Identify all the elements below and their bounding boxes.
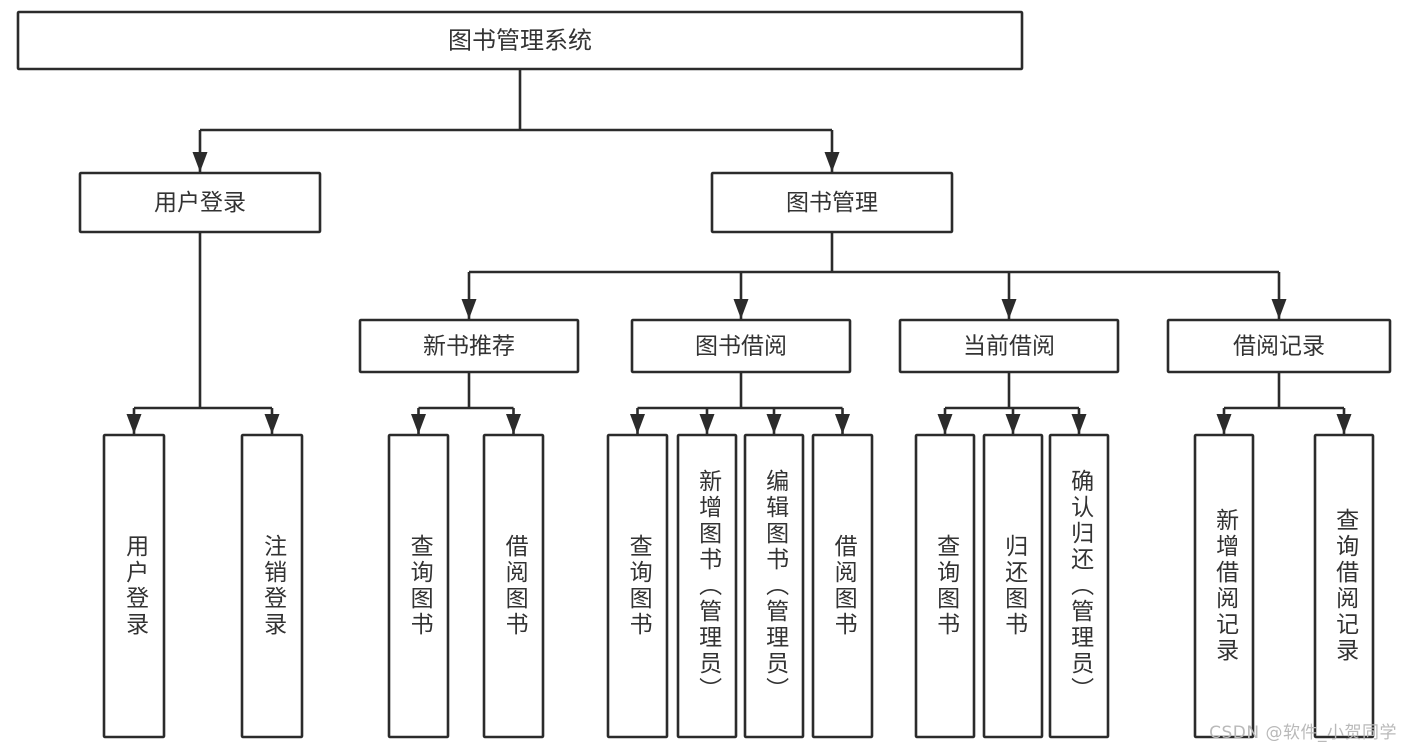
arrow-head-icon-leaf-add-borrow-record <box>1216 414 1232 434</box>
arrow-head-icon-leaf-user-login <box>126 414 142 434</box>
node-box-leaf-return-book[interactable] <box>982 433 1044 739</box>
node-box-book-borrow[interactable] <box>630 318 852 374</box>
node-box-leaf-add-book[interactable] <box>676 433 738 739</box>
arrow-head-icon-leaf-confirm-return <box>1071 414 1087 434</box>
arrow-head-icon-user-login <box>192 152 208 172</box>
node-box-user-login[interactable] <box>78 171 322 234</box>
watermark-text: CSDN @软件_小贺同学 <box>1209 723 1397 743</box>
arrow-head-icon-leaf-logout <box>264 414 280 434</box>
node-box-leaf-logout[interactable] <box>240 433 304 739</box>
node-box-leaf-borrow-book-recommend[interactable] <box>482 433 545 739</box>
node-label-current-borrow: 当前借阅 <box>963 334 1055 360</box>
node-box-new-book-recommend[interactable] <box>358 318 580 374</box>
node-box-leaf-query-borrow-record[interactable] <box>1313 433 1375 739</box>
arrow-head-icon-book-borrow <box>733 299 749 319</box>
node-label-book-management: 图书管理 <box>786 190 878 216</box>
arrow-head-icon-leaf-query-book-recommend <box>411 414 426 434</box>
node-label-root: 图书管理系统 <box>448 27 592 55</box>
arrow-head-icon-leaf-query-book-borrow <box>630 414 645 434</box>
arrow-head-icon-leaf-edit-book <box>766 414 782 434</box>
connector-lines <box>126 69 1352 434</box>
arrow-head-icon-leaf-query-book-current <box>937 414 953 434</box>
node-label-borrow-records: 借阅记录 <box>1233 334 1325 360</box>
node-label-user-login: 用户登录 <box>154 190 246 216</box>
arrow-head-icon-current-borrow <box>1001 299 1017 319</box>
arrow-head-icon-leaf-borrow-book <box>835 414 850 434</box>
node-box-leaf-query-book-recommend[interactable] <box>387 433 450 739</box>
node-box-borrow-records[interactable] <box>1166 318 1392 374</box>
node-label-new-book-recommend: 新书推荐 <box>423 334 515 360</box>
node-box-leaf-query-book-borrow[interactable] <box>606 433 669 739</box>
node-box-leaf-confirm-return[interactable] <box>1048 433 1110 739</box>
node-box-leaf-edit-book[interactable] <box>743 433 805 739</box>
node-box-current-borrow[interactable] <box>898 318 1120 374</box>
node-box-leaf-borrow-book[interactable] <box>811 433 874 739</box>
node-boxes <box>16 10 1392 739</box>
node-box-leaf-add-borrow-record[interactable] <box>1193 433 1255 739</box>
node-box-leaf-user-login[interactable] <box>102 433 166 739</box>
node-box-leaf-query-book-current[interactable] <box>914 433 976 739</box>
node-box-root[interactable] <box>16 10 1024 71</box>
arrow-head-icon-borrow-records <box>1271 299 1287 319</box>
node-box-book-management[interactable] <box>710 171 954 234</box>
arrow-head-icon-leaf-borrow-book-recommend <box>506 414 521 434</box>
arrow-head-icon-new-book-recommend <box>461 299 477 319</box>
node-label-book-borrow: 图书借阅 <box>695 334 787 360</box>
arrow-head-icon-leaf-return-book <box>1005 414 1021 434</box>
arrow-head-icon-leaf-query-borrow-record <box>1336 414 1352 434</box>
arrow-head-icon-book-management <box>824 152 840 172</box>
arrow-head-icon-leaf-add-book <box>699 414 715 434</box>
